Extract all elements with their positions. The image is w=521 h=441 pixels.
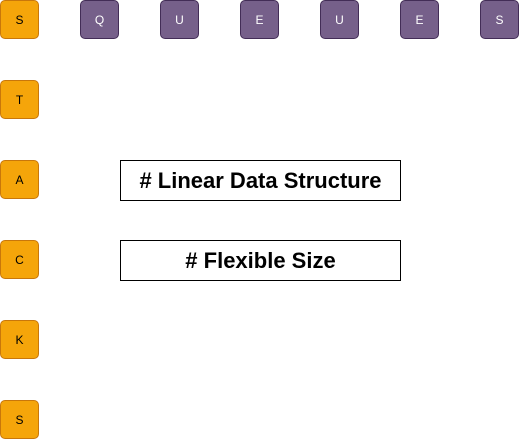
- queue-tile-s: S: [480, 0, 519, 39]
- queue-tile-u-1: U: [160, 0, 199, 39]
- stack-tile-s-bottom: S: [0, 400, 39, 439]
- stack-tile-c: C: [0, 240, 39, 279]
- queue-tile-e-1: E: [240, 0, 279, 39]
- stack-tile-k: K: [0, 320, 39, 359]
- stack-tile-s-top: S: [0, 0, 39, 39]
- queue-tile-q: Q: [80, 0, 119, 39]
- linear-data-structure-label: # Linear Data Structure: [120, 160, 401, 201]
- queue-tile-e-2: E: [400, 0, 439, 39]
- stack-tile-t: T: [0, 80, 39, 119]
- queue-tile-u-2: U: [320, 0, 359, 39]
- stack-tile-a: A: [0, 160, 39, 199]
- flexible-size-label: # Flexible Size: [120, 240, 401, 281]
